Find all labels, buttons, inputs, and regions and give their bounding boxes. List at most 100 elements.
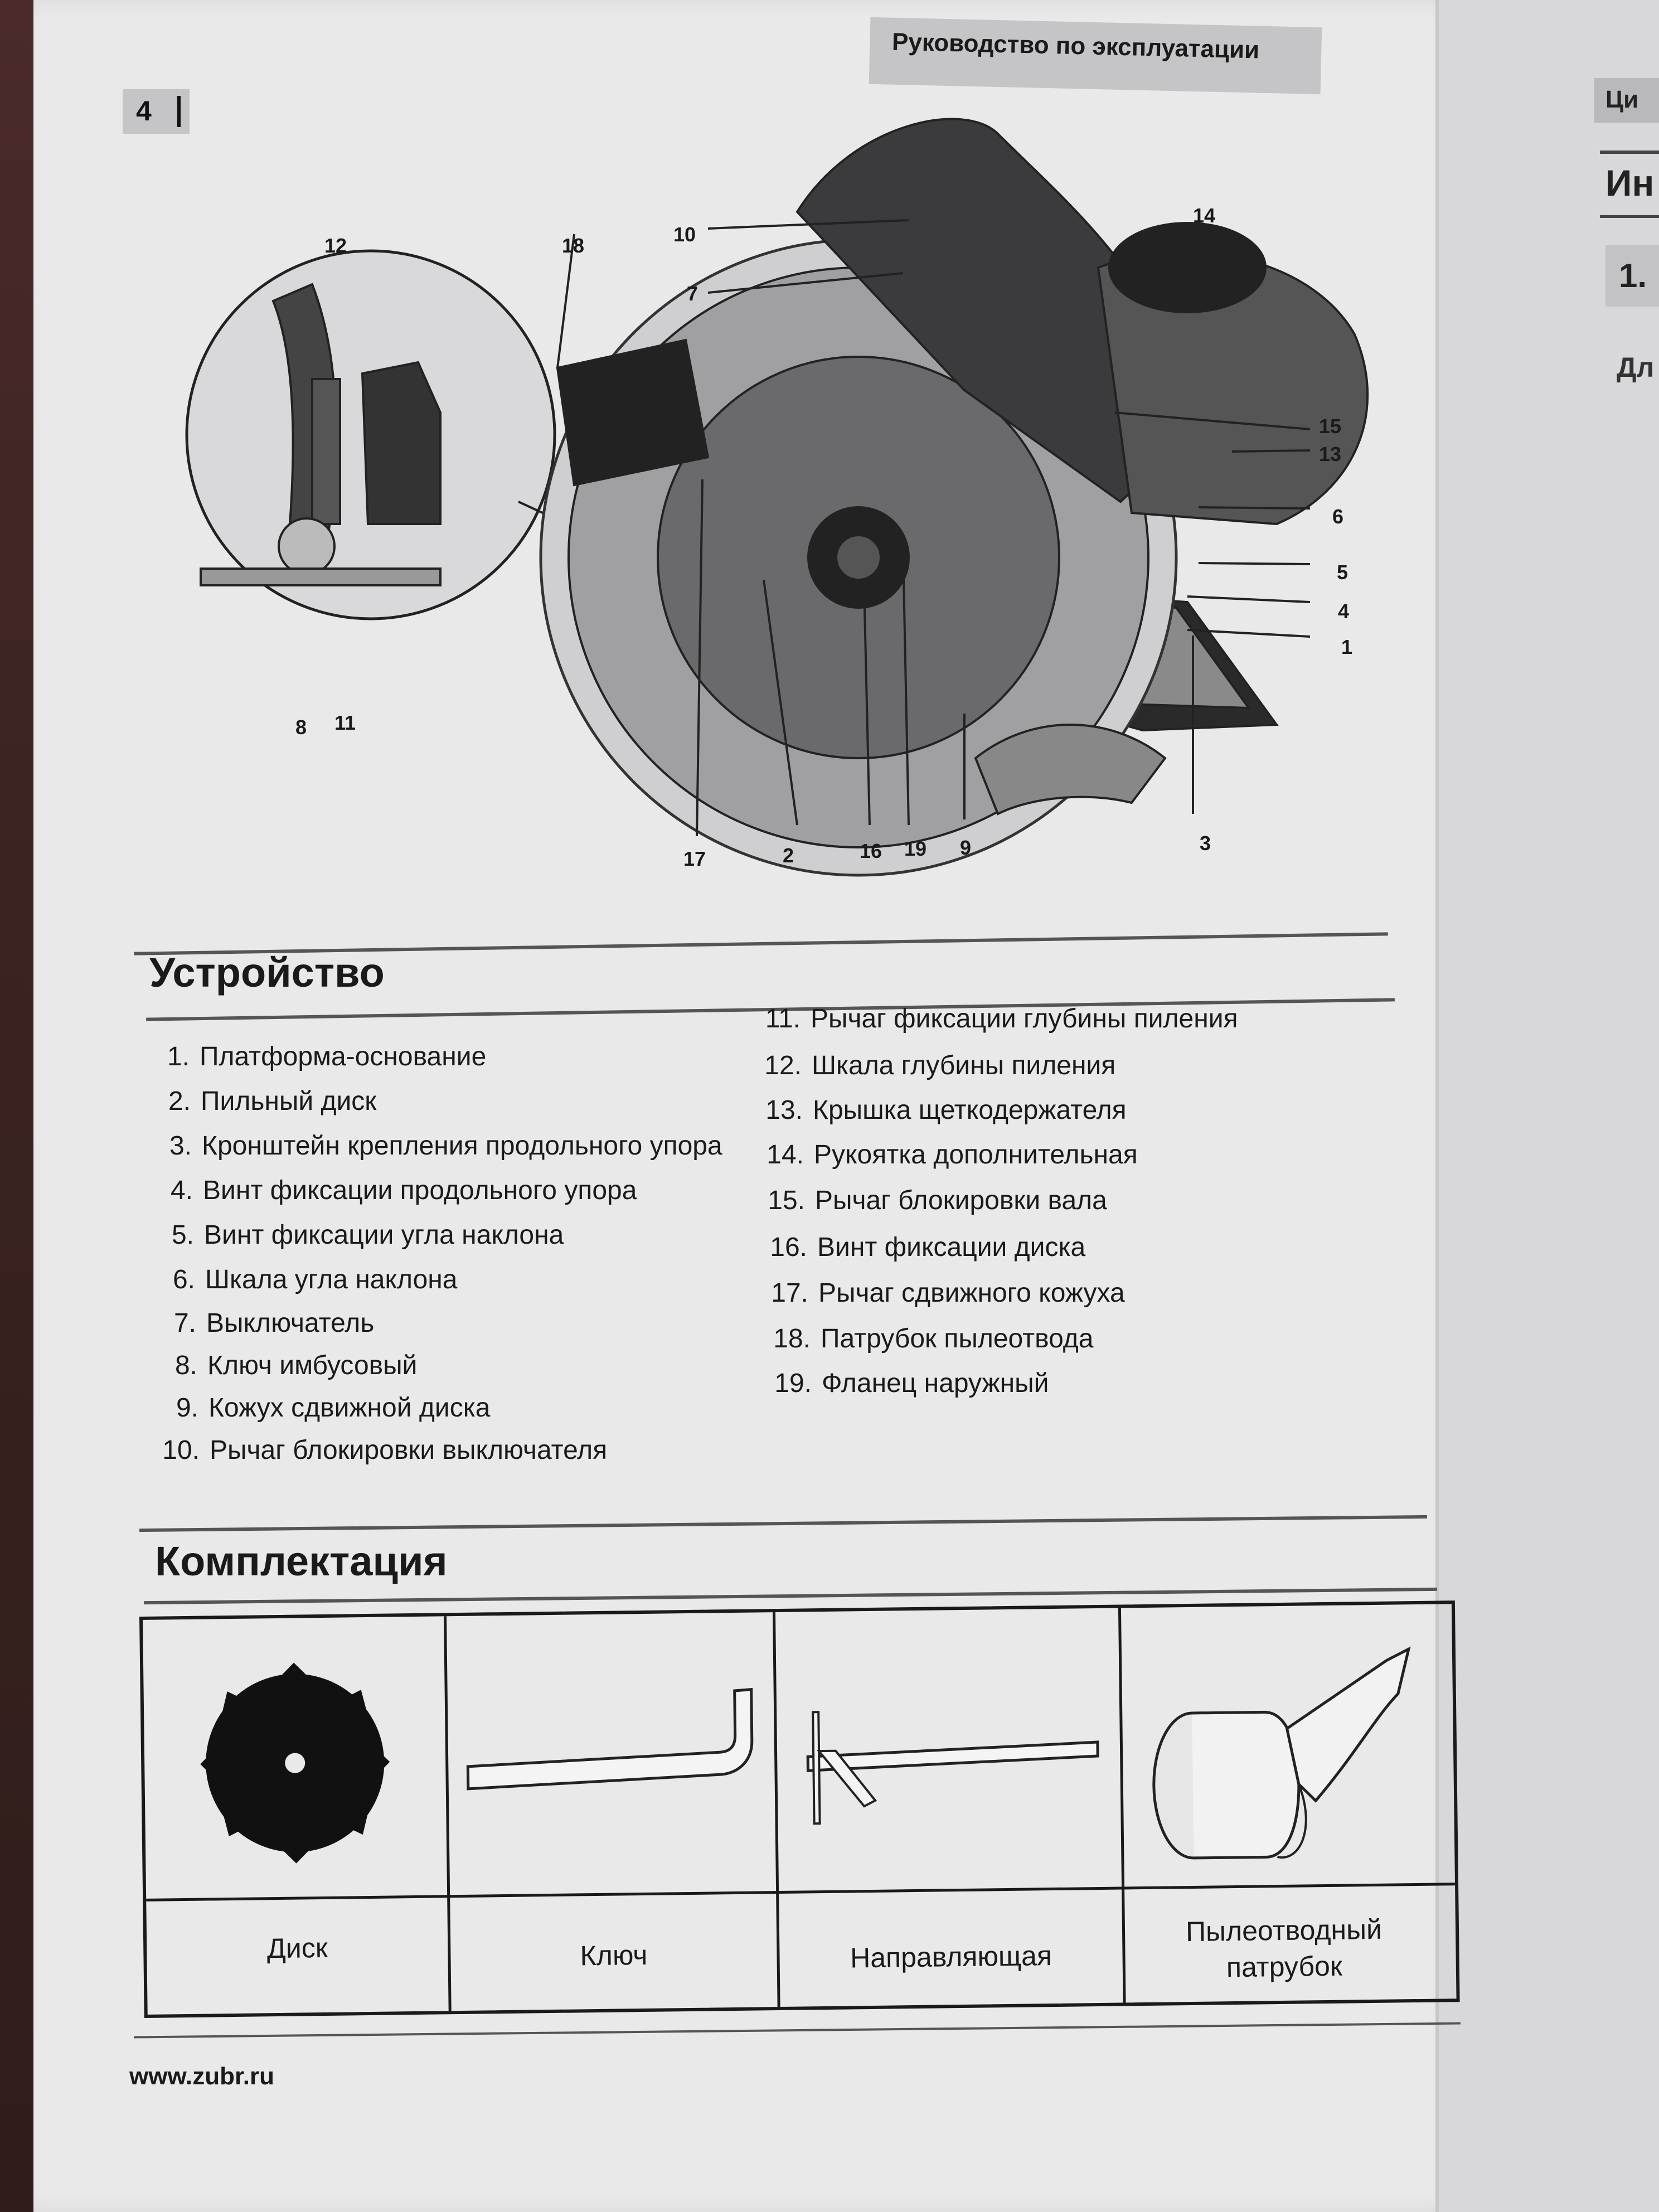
- neighbor-section-number: 1.: [1619, 257, 1647, 294]
- part-item-16: 16. Винт фиксации диска: [763, 1232, 1085, 1263]
- part-number: 13.: [765, 1095, 803, 1125]
- part-item-5: 5. Винт фиксации угла наклона: [149, 1220, 564, 1250]
- part-number: 7.: [173, 1308, 196, 1338]
- callout-2: 2: [783, 844, 794, 867]
- callout-6: 6: [1332, 505, 1344, 528]
- callout-15: 15: [1319, 415, 1342, 438]
- saw-drawing: [185, 118, 1369, 877]
- part-number: 15.: [768, 1186, 805, 1215]
- kit-section-title: Комплектация: [155, 1538, 448, 1584]
- part-label: Винт фиксации продольного упора: [203, 1176, 637, 1205]
- part-item-2: 2.Пильный диск: [146, 1086, 376, 1117]
- callout-4: 4: [1338, 600, 1350, 623]
- part-item-15: 15. Рычаг блокировки вала: [760, 1185, 1107, 1216]
- neighbor-section-box: 1.: [1605, 245, 1659, 307]
- callout-11: 11: [334, 711, 356, 734]
- neighbor-rule-top: [1600, 151, 1659, 154]
- callout-7: 7: [687, 282, 698, 305]
- part-label: Рукоятка дополнительная: [814, 1140, 1138, 1170]
- part-item-10: 10. Рычаг блокировки выключателя: [155, 1435, 607, 1466]
- part-label: Шкала глубины пиления: [812, 1051, 1116, 1080]
- part-number: 3.: [169, 1131, 192, 1161]
- lower-guard: [974, 724, 1167, 816]
- callout-3: 3: [1200, 832, 1211, 855]
- part-number: 11.: [765, 1004, 801, 1034]
- neighbor-page-tag: Ци: [1594, 78, 1659, 123]
- hex-key-icon: [466, 1687, 754, 1791]
- callout-14: 14: [1193, 204, 1216, 227]
- part-label: Фланец наружный: [822, 1369, 1049, 1398]
- part-item-7: 7. Выключатель: [152, 1308, 374, 1338]
- part-item-14: 14. Рукоятка дополнительная: [759, 1139, 1138, 1170]
- page-number-divider: [177, 96, 181, 127]
- auxiliary-handle: [1108, 222, 1267, 313]
- part-number: 4.: [170, 1176, 193, 1205]
- part-item-19: 19. Фланец наружный: [767, 1368, 1049, 1399]
- part-label: Рычаг блокировки выключателя: [210, 1435, 608, 1465]
- part-number: 6.: [172, 1265, 195, 1294]
- zoom-depth-scale: [311, 378, 341, 525]
- part-label: Кожух сдвижной диска: [208, 1393, 491, 1423]
- circular-saw-illustration: [185, 118, 1369, 877]
- kit-label-guide: Направляющая: [850, 1940, 1052, 1974]
- part-number: 10.: [162, 1435, 200, 1465]
- neighbor-page-heading: Ин: [1605, 162, 1655, 203]
- part-label: Винт фиксации угла наклона: [204, 1220, 564, 1250]
- device-section-title: Устройство: [149, 949, 385, 996]
- kit-label-dust-nozzle: Пылеотводный патрубок: [1185, 1913, 1382, 1983]
- part-item-9: 9. Кожух сдвижной диска: [154, 1393, 490, 1423]
- part-label: Платформа-основание: [200, 1042, 487, 1071]
- saw-disc-icon: [200, 1662, 390, 1864]
- part-number: 8.: [174, 1351, 197, 1380]
- part-label: Кронштейн крепления продольного упора: [202, 1131, 722, 1161]
- part-label: Пильный диск: [201, 1086, 377, 1116]
- zoom-motor-housing: [361, 361, 442, 525]
- callout-5: 5: [1337, 561, 1348, 584]
- part-item-13: 13. Крышка щеткодержателя: [758, 1095, 1127, 1126]
- zoom-base: [200, 567, 442, 586]
- part-label: Рычаг фиксации глубины пиления: [811, 1004, 1238, 1034]
- part-label: Рычаг сдвижного кожуха: [818, 1278, 1125, 1308]
- kit-label-disc: Диск: [266, 1932, 328, 1964]
- part-label: Выключатель: [206, 1308, 375, 1338]
- callout-13: 13: [1319, 443, 1342, 465]
- callout-17: 17: [683, 847, 706, 870]
- callout-18: 18: [562, 234, 585, 257]
- part-number: 14.: [767, 1140, 804, 1170]
- part-number: 16.: [770, 1233, 807, 1262]
- part-number: 19.: [774, 1369, 812, 1398]
- part-number: 9.: [176, 1393, 198, 1423]
- page-number: 4: [136, 95, 152, 127]
- kit-label-key: Ключ: [580, 1939, 648, 1972]
- neighbor-small-text: Дл: [1617, 352, 1655, 383]
- part-number: 12.: [764, 1051, 802, 1080]
- part-item-12: 12. Шкала глубины пиления: [757, 1050, 1115, 1081]
- part-label: Винт фиксации диска: [817, 1233, 1086, 1262]
- neighbor-page: [1435, 0, 1659, 2212]
- part-item-11: 11. Рычаг фиксации глубины пиления: [756, 1003, 1238, 1034]
- part-number: 5.: [171, 1220, 194, 1250]
- part-label: Крышка щеткодержателя: [813, 1095, 1127, 1125]
- part-label: Шкала угла наклона: [205, 1265, 458, 1294]
- callout-8: 8: [295, 716, 307, 739]
- callout-16: 16: [860, 840, 882, 862]
- kit-table: Диск Ключ Направляющая Пылеотводный патр…: [139, 1600, 1460, 2018]
- part-item-8: 8. Ключ имбусовый: [153, 1350, 418, 1381]
- part-label: Рычаг блокировки вала: [815, 1186, 1107, 1215]
- part-item-18: 18. Патрубок пылеотвода: [766, 1323, 1093, 1354]
- part-item-6: 6. Шкала угла наклона: [151, 1264, 458, 1295]
- callout-12: 12: [324, 234, 347, 257]
- dust-nozzle-icon: [1152, 1646, 1411, 1860]
- part-number: 17.: [771, 1278, 808, 1308]
- callout-10: 10: [673, 223, 696, 246]
- part-number: 18.: [773, 1324, 811, 1354]
- part-label: Ключ имбусовый: [207, 1351, 418, 1380]
- footer-website-link[interactable]: www.zubr.ru: [129, 2063, 274, 2090]
- rip-fence-icon: [806, 1711, 1099, 1825]
- callout-19: 19: [904, 837, 927, 860]
- flange-screw: [835, 534, 882, 581]
- part-label: Патрубок пылеотвода: [821, 1324, 1094, 1354]
- part-item-4: 4. Винт фиксации продольного упора: [148, 1175, 637, 1206]
- dust-port: [556, 338, 710, 487]
- part-item-3: 3. Кронштейн крепления продольного упора: [147, 1131, 722, 1161]
